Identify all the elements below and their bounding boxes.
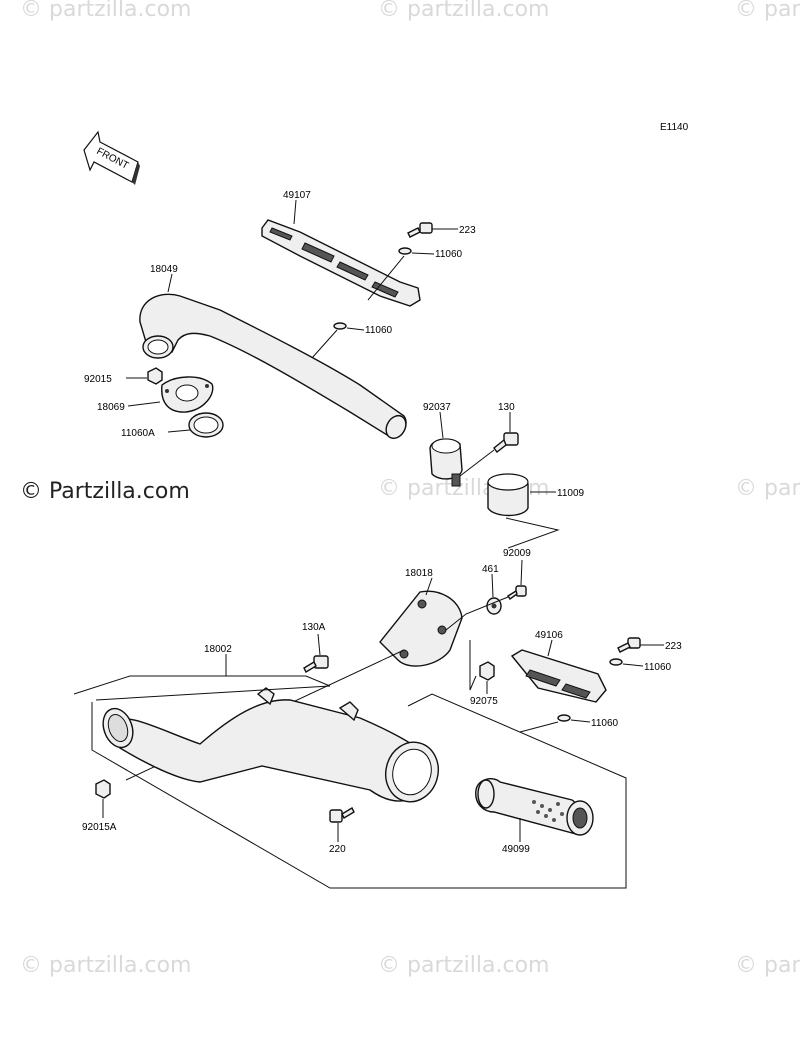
bolt-130A[interactable] — [303, 655, 329, 673]
leader-line — [425, 577, 433, 596]
leader-line — [367, 255, 405, 301]
part-label-92075: 92075 — [470, 696, 498, 707]
part-label-130: 130 — [498, 402, 515, 413]
heat-guard-18018[interactable] — [379, 590, 463, 667]
part-label-18002: 18002 — [204, 644, 232, 655]
leader-line — [317, 633, 321, 656]
exhaust-pipe-18049[interactable] — [139, 293, 410, 442]
part-label-461: 461 — [482, 564, 499, 575]
damper-92075[interactable] — [479, 661, 495, 681]
leader-line — [622, 663, 644, 667]
part-label-92037: 92037 — [423, 402, 451, 413]
leader-line — [311, 329, 338, 359]
watermark-main: © Partzilla.com — [20, 479, 190, 504]
part-label-11060-a: 11060 — [435, 249, 463, 260]
bolt-223-top[interactable] — [407, 222, 433, 238]
bolt-220[interactable] — [329, 807, 355, 823]
bolt-130[interactable] — [493, 432, 519, 453]
leader-line — [547, 639, 553, 657]
leader-line — [439, 411, 444, 439]
leader-line — [167, 273, 173, 293]
front-arrow-icon: FRONT — [83, 130, 140, 185]
grommet-11060-b[interactable] — [333, 322, 347, 330]
watermark: © partzilla.com — [735, 953, 800, 978]
watermark: © partzilla.com — [20, 953, 191, 978]
part-label-223-top: 223 — [459, 225, 476, 236]
part-label-49106: 49106 — [535, 630, 563, 641]
leader-line — [520, 559, 523, 586]
leader-line — [293, 199, 297, 225]
leader-line — [127, 401, 161, 407]
part-label-92015A: 92015A — [82, 822, 117, 833]
gasket-11060A[interactable] — [188, 412, 224, 438]
heat-guard-49107[interactable] — [261, 219, 421, 307]
part-label-220: 220 — [329, 844, 346, 855]
watermark: © partzilla.com — [735, 0, 800, 22]
part-label-11060A: 11060A — [121, 428, 155, 439]
leader-line — [491, 573, 494, 598]
watermark: © partzilla.com — [735, 476, 800, 501]
assembly-outline — [91, 693, 627, 889]
grommet-11060-d[interactable] — [557, 714, 571, 722]
nut-92015A[interactable] — [95, 779, 111, 799]
leader-line — [411, 252, 435, 255]
part-label-11060-b: 11060 — [365, 325, 393, 336]
part-label-18018: 18018 — [405, 568, 433, 579]
grommet-11060-a[interactable] — [398, 247, 412, 255]
spark-arrester-49099[interactable] — [475, 778, 594, 836]
diagram-code: E1140 — [660, 122, 689, 133]
flange-18069[interactable] — [161, 376, 214, 413]
watermark-layer: © partzilla.com © partzilla.com © partzi… — [20, 0, 800, 978]
leader-line — [469, 640, 477, 691]
part-label-49099: 49099 — [502, 844, 530, 855]
leader-line — [95, 685, 331, 701]
leader-line — [570, 719, 591, 723]
heat-guard-49106[interactable] — [510, 649, 607, 703]
leader-line — [519, 721, 559, 733]
muffler-18002[interactable] — [98, 687, 445, 808]
part-label-223-bottom: 223 — [665, 641, 682, 652]
leader-line — [505, 517, 560, 549]
part-label-18069: 18069 — [97, 402, 125, 413]
part-label-11009: 11009 — [557, 488, 585, 499]
part-label-130A: 130A — [302, 622, 326, 633]
leader-line — [73, 675, 331, 695]
watermark: © partzilla.com — [20, 0, 191, 22]
leader-line — [167, 429, 191, 433]
grommet-11060-c[interactable] — [609, 658, 623, 666]
part-label-11060-c: 11060 — [644, 662, 672, 673]
watermark: © partzilla.com — [378, 953, 549, 978]
clamp-92037[interactable] — [429, 438, 463, 487]
leader-line — [459, 449, 495, 477]
nut-92015[interactable] — [147, 367, 163, 385]
part-label-11060-d: 11060 — [591, 718, 619, 729]
bolt-223-bottom[interactable] — [617, 637, 641, 653]
part-label-92015: 92015 — [84, 374, 112, 385]
part-label-92009: 92009 — [503, 548, 531, 559]
watermark: © partzilla.com — [378, 0, 549, 22]
screw-92009[interactable] — [507, 585, 527, 600]
leader-line — [445, 596, 509, 631]
leader-line — [346, 327, 365, 331]
part-label-49107: 49107 — [283, 190, 311, 201]
sleeve-11009[interactable] — [487, 473, 529, 517]
part-label-18049: 18049 — [150, 264, 178, 275]
